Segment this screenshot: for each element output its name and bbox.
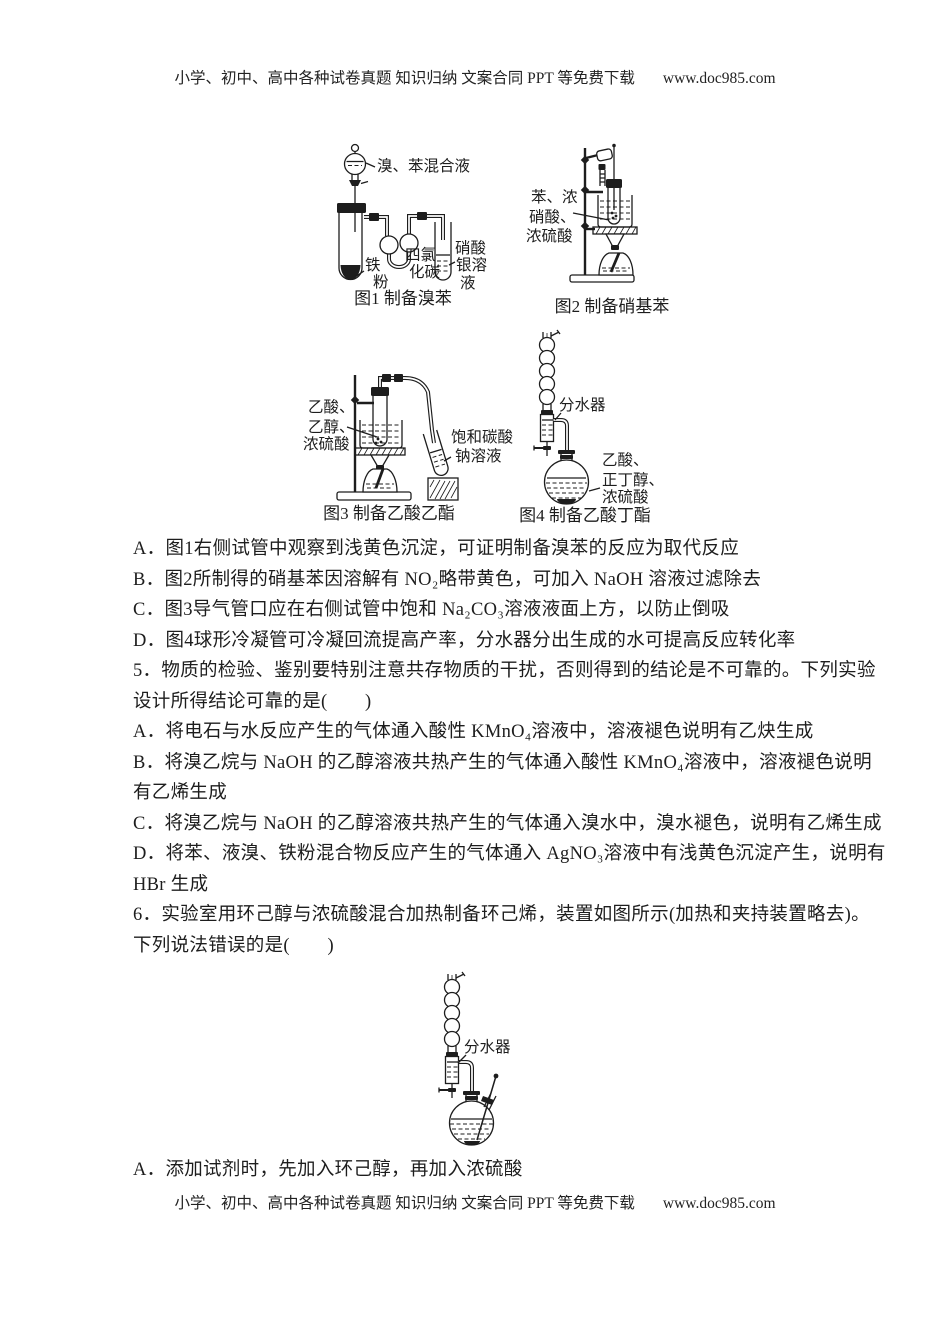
reaction-test-tube-icon [606, 179, 622, 225]
q6-separator-label: 分水器 [464, 1038, 511, 1056]
fig4-mixture-label: 乙酸、 [602, 451, 649, 469]
iron-stand-icon [336, 375, 412, 501]
q5-option-b: B．将溴乙烷与 NaOH 的乙醇溶液共热产生的气体通入酸性 KMnO₄溶液中，溶… [133, 752, 872, 773]
side-tube-icon [553, 418, 569, 452]
fig2-mixture-label: 苯、浓 [531, 188, 578, 206]
fig3-receiver-label: 饱和碳酸 [451, 428, 514, 446]
separator-label-pointer [457, 1054, 467, 1064]
fig2-mixture-label: 硝酸、 [529, 208, 576, 226]
footer-promo-text: 小学、初中、高中各种试卷真题 知识归纳 文案合同 PPT 等免费下载 [174, 1195, 635, 1212]
iron-label-pointer [354, 270, 365, 278]
mixture-label-pointer [346, 426, 378, 438]
q5-option-b-cont: 有乙烯生成 [133, 783, 228, 803]
fig1-ccl4-label: 四氯 [405, 246, 436, 264]
q5-stem-line-1: 5．物质的检验、鉴别要特别注意共存物质的干扰，否则得到的结论是不可靠的。下列实验 [133, 661, 876, 681]
q6-stem-line-2: 下列说法错误的是( ) [133, 935, 334, 956]
fig4-butyl-acetate-diagram: 分水器 乙酸、 正丁醇、 浓硫酸 图4 制备乙酸丁酯 [519, 329, 664, 525]
water-bath-beaker-icon [597, 195, 633, 228]
fig3-ethyl-acetate-diagram: 乙酸、 乙醇、 浓硫酸 饱和碳酸 钠溶液 图3 制备乙酸乙酯 [303, 374, 514, 523]
mixture-label-pointer [572, 212, 610, 221]
round-bottom-flask-icon [448, 1091, 497, 1146]
fig1-funnel-label: 溴、苯混合液 [377, 157, 470, 175]
fig1-bromobenzene-diagram: 溴、苯混合液 铁 粉 四氯 化碳 硝酸 银溶 液 图1 制备溴苯 [337, 143, 487, 308]
mixture-label-pointer [588, 487, 601, 492]
header-promo-text: 小学、初中、高中各种试卷真题 知识归纳 文案合同 PPT 等免费下载 [174, 70, 635, 87]
q6-cyclohexene-diagram: 分水器 [438, 971, 511, 1146]
fig1-ccl4-label: 化碳 [409, 263, 441, 281]
fig3-receiver-label: 钠溶液 [455, 447, 502, 465]
fig4-mixture-label: 浓硫酸 [602, 488, 649, 506]
question-text-block: A．图1右侧试管中观察到浅黄色沉淀，可证明制备溴苯的反应为取代反应 B．图2所制… [133, 534, 886, 961]
page-footer: 小学、初中、高中各种试卷真题 知识归纳 文案合同 PPT 等免费下载 www.do… [0, 1191, 950, 1213]
q6-stem-line-1: 6．实验室用环己醇与浓硫酸混合加热制备环己烯，装置如图所示(加热和夹持装置略去)… [133, 905, 870, 925]
water-separator-icon [533, 413, 555, 456]
water-separator-icon [438, 1055, 460, 1098]
ccl4-bulb-icon [379, 235, 399, 255]
q5-option-d-cont: HBr 生成 [133, 874, 209, 895]
delivery-tube-icon [378, 374, 436, 444]
receiver-test-tube-icon [434, 222, 452, 281]
fig1-agno3-label: 液 [460, 274, 476, 292]
fig1-iron-label: 铁 [365, 256, 381, 274]
page-header: 小学、初中、高中各种试卷真题 知识归纳 文案合同 PPT 等免费下载 www.do… [0, 66, 950, 88]
q5-option-d: D．将苯、液溴、铁粉混合物反应产生的气体通入 AgNO₃溶液中有浅黄色沉淀产生，… [133, 844, 886, 864]
ball-condenser-icon [443, 971, 466, 1057]
separator-label-pointer [554, 412, 562, 421]
fig3-mixture-label: 乙醇、 [308, 418, 355, 436]
fig3-mixture-label: 浓硫酸 [303, 435, 350, 453]
receiver-label-pointer [443, 456, 452, 462]
fig1-caption: 图1 制备溴苯 [354, 289, 452, 308]
receiver-test-tube-icon [422, 429, 449, 477]
ball-condenser-icon [538, 329, 561, 415]
fig4-separator-label: 分水器 [559, 396, 606, 414]
fig2-caption: 图2 制备硝基苯 [555, 297, 670, 316]
fig3-caption: 图3 制备乙酸乙酯 [323, 504, 455, 523]
q4-option-c: C．图3导气管口应在右侧试管中饱和 Na₂CO₃溶液液面上方，以防止倒吸 [133, 600, 730, 620]
fig1-iron-label: 粉 [373, 273, 389, 291]
thermometer-icon [476, 1073, 499, 1141]
fig4-caption: 图4 制备乙酸丁酯 [519, 506, 651, 525]
agno3-label-pointer [448, 261, 456, 266]
round-bottom-flask-icon [543, 450, 590, 505]
reaction-test-tube-icon [337, 203, 366, 281]
q4-option-a: A．图1右侧试管中观察到浅黄色沉淀，可证明制备溴苯的反应为取代反应 [133, 539, 740, 559]
ccl4-bulb-icon [399, 233, 419, 253]
wood-block-icon [427, 477, 459, 501]
wire-gauze-icon [354, 447, 406, 456]
thermometer-icon [598, 143, 616, 210]
fig3-mixture-label: 乙酸、 [308, 398, 355, 416]
q6-option-a: A．添加试剂时，先加入环己醇，再加入浓硫酸 [133, 1160, 523, 1180]
alcohol-lamp-icon [362, 454, 398, 493]
fig2-mixture-label: 浓硫酸 [526, 227, 573, 245]
q5-option-c: C．将溴乙烷与 NaOH 的乙醇溶液共热产生的气体通入溴水中，溴水褪色，说明有乙… [133, 813, 882, 834]
fig4-mixture-label: 正丁醇、 [602, 471, 664, 489]
funnel-label-pointer [365, 162, 376, 168]
q4-option-b: B．图2所制得的硝基苯因溶解有 NO₂略带黄色，可加入 NaOH 溶液过滤除去 [133, 569, 762, 590]
fig2-nitrobenzene-diagram: 苯、浓 硝酸、 浓硫酸 图2 制备硝基苯 [526, 143, 670, 316]
fig1-agno3-label: 银溶 [456, 256, 487, 274]
connecting-tubes-icon [364, 212, 445, 269]
header-site-url: www.doc985.com [662, 70, 776, 87]
fig1-agno3-label: 硝酸 [455, 239, 487, 257]
alcohol-lamp-icon [598, 233, 634, 276]
q5-stem-line-2: 设计所得结论可靠的是( ) [133, 691, 372, 712]
wire-gauze-icon [592, 226, 638, 235]
footer-site-url: www.doc985.com [662, 1195, 776, 1212]
reaction-test-tube-icon [371, 387, 389, 447]
q5-option-a: A．将电石与水反应产生的气体通入酸性 KMnO₄溶液中，溶液褪色说明有乙炔生成 [133, 722, 814, 742]
q4-option-d: D．图4球形冷凝管可冷凝回流提高产率，分水器分出生成的水可提高反应转化率 [133, 630, 796, 651]
side-tube-icon [458, 1060, 474, 1093]
